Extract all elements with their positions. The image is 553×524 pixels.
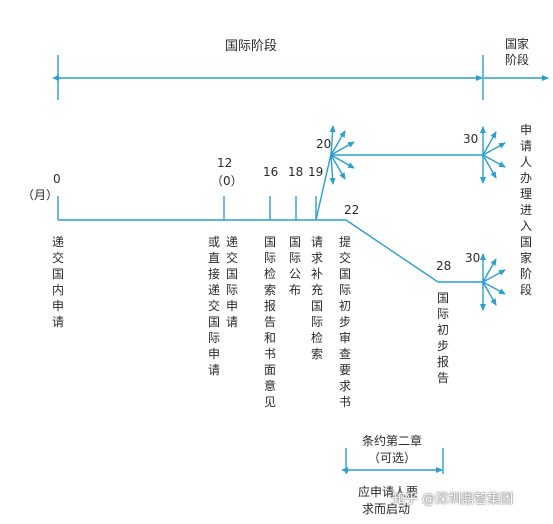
chapter2-on-request-line1: 应申请人要 (358, 485, 419, 499)
event-file-international: 递交国际申请 (225, 235, 238, 329)
month-0-label: 0 (53, 172, 61, 186)
international-phase-label: 国际阶段 (225, 39, 278, 54)
month-12-sub-label: （0） (211, 174, 243, 188)
month-16-label: 16 (263, 165, 279, 179)
month-12-label: 12 (217, 156, 233, 170)
event-publication: 国际公布 (288, 235, 301, 297)
fan-arrows-20 (329, 125, 355, 185)
chapter2-optional: （可选） (368, 451, 417, 465)
month-19-label: 19 (308, 165, 324, 179)
event-demand-preliminary: 提交国际初步审查要求书 (338, 235, 351, 409)
chapter2-on-request-line2: 求而启动 (362, 502, 411, 516)
national-phase-label: 国家阶段 (504, 37, 529, 67)
event-enter-national: 申请人办理进入国家阶段 (519, 123, 532, 297)
month-unit-label: （月） (22, 188, 59, 202)
month-20-label: 20 (316, 137, 332, 151)
branch-to-20 (315, 153, 332, 221)
event-or-direct: 或直接递交国际申请 (207, 235, 220, 377)
fan-arrows-30-lower (480, 253, 506, 311)
event-search-report: 国际检索报告和书面意见 (263, 235, 276, 409)
fan-arrows-30-upper (480, 126, 506, 184)
month-22-label: 22 (344, 203, 360, 217)
month-28-label: 28 (436, 259, 452, 273)
branch-to-28 (345, 219, 439, 283)
month-30-lower-label: 30 (465, 251, 481, 265)
event-supplementary-search: 请求补充国际检索 (310, 235, 323, 361)
month-18-label: 18 (288, 165, 304, 179)
event-file-national: 递交国内申请 (51, 235, 64, 329)
month-30-upper-label: 30 (463, 132, 479, 146)
chapter2-title: 条约第二章 (362, 434, 423, 448)
event-preliminary-report: 国际初步报告 (436, 291, 449, 385)
watermark: 知乎 @深圳鼎智集团 (392, 492, 514, 507)
